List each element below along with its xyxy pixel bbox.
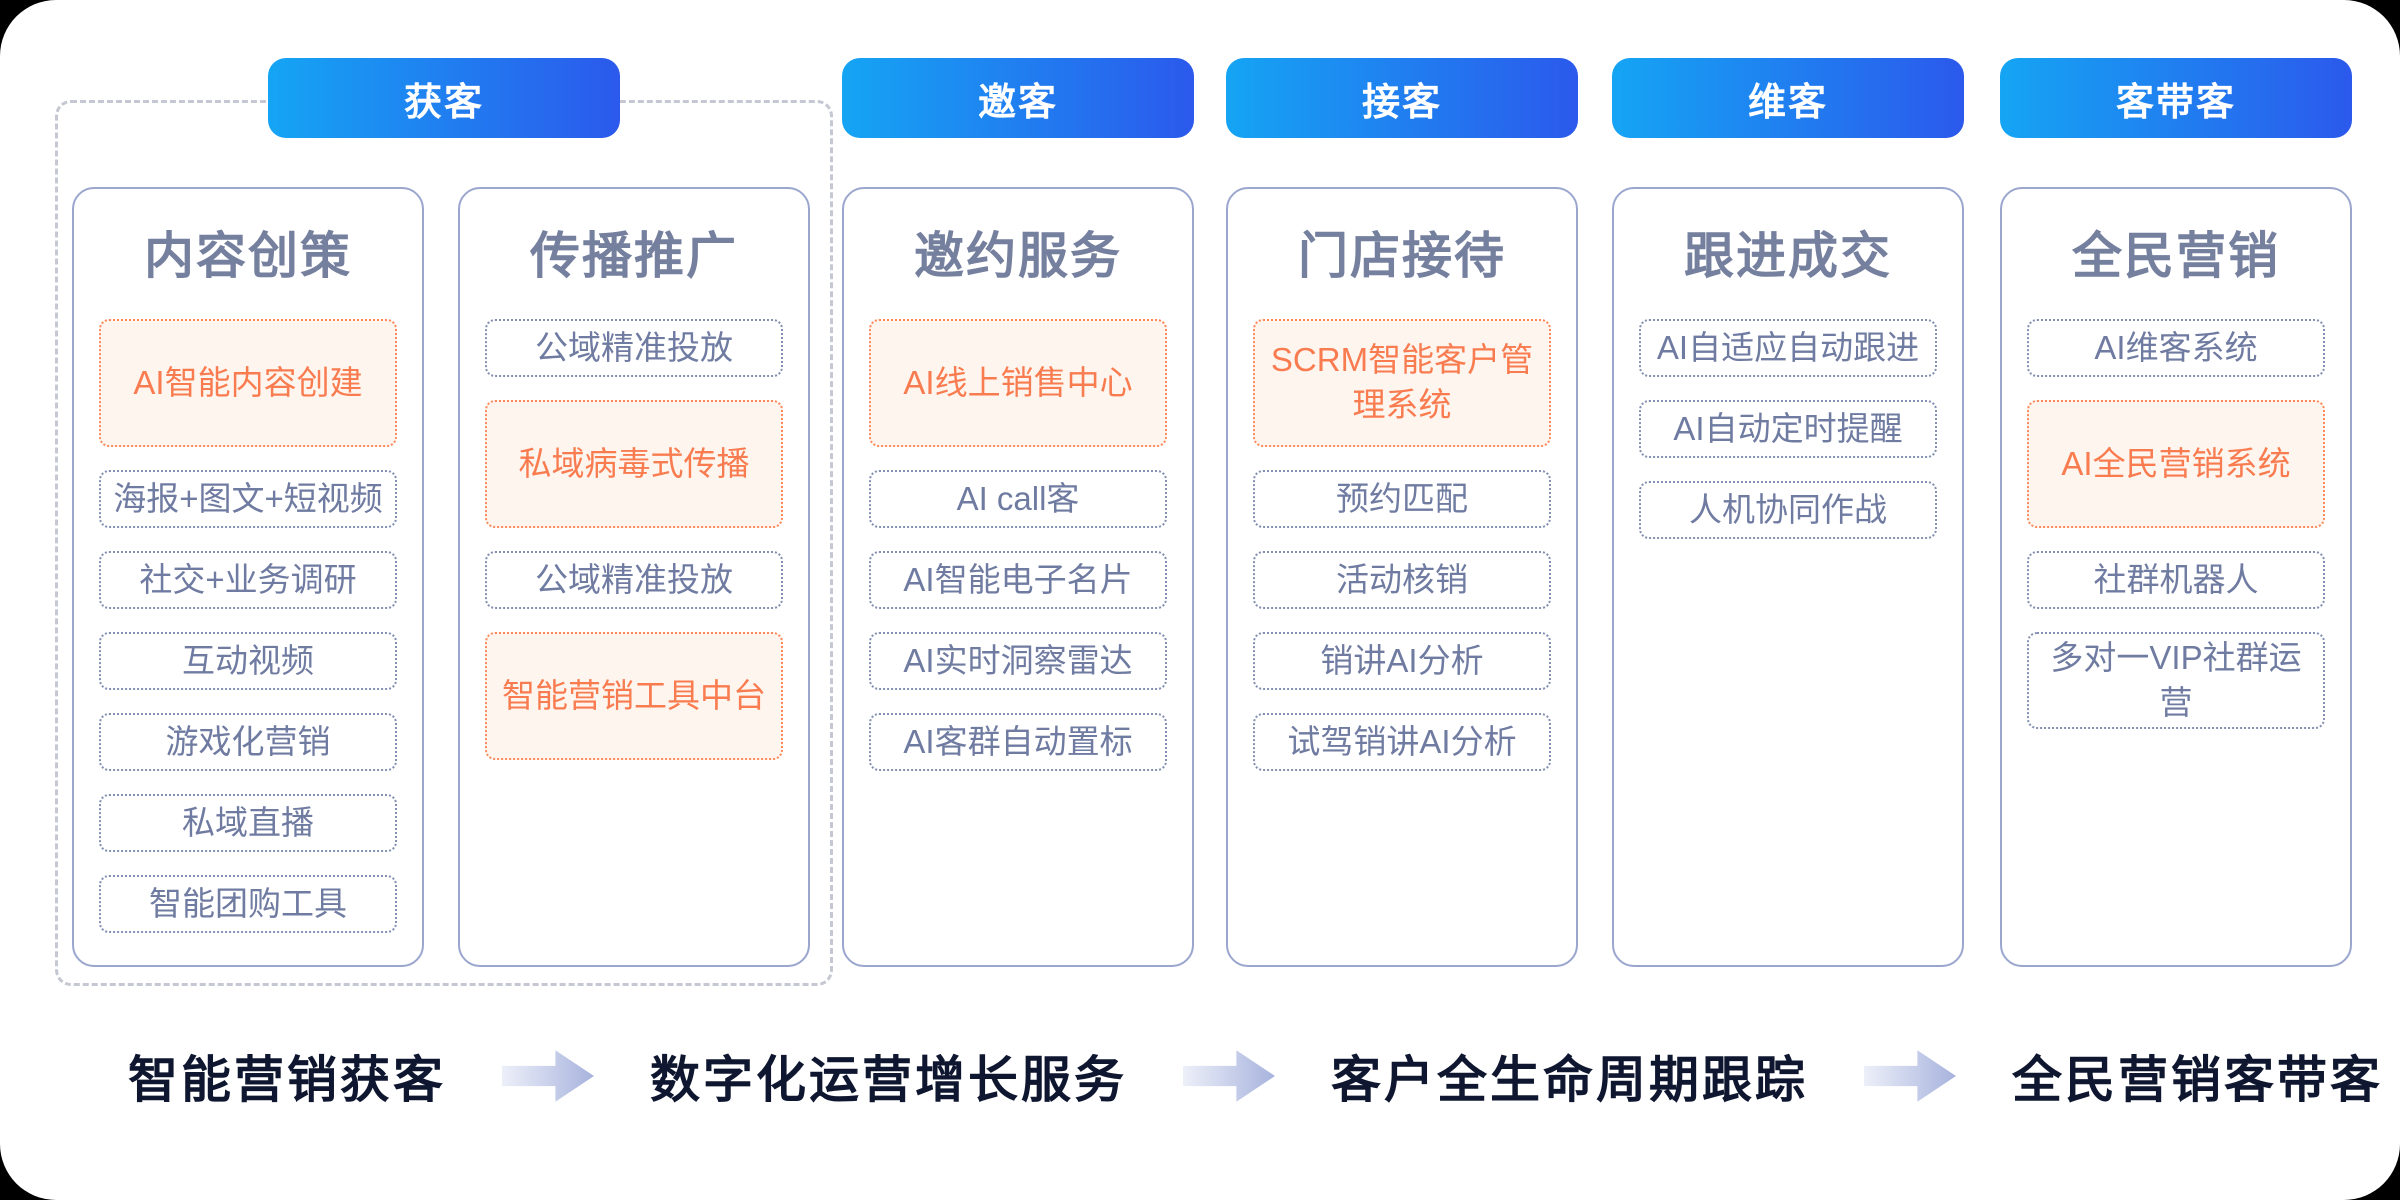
capability-item: AI自动定时提醒 bbox=[1639, 400, 1937, 458]
flow-arrow-icon bbox=[1864, 1050, 1956, 1102]
flow-step: 客户全生命周期跟踪 bbox=[1331, 1052, 1808, 1108]
capability-item: 游戏化营销 bbox=[99, 713, 397, 771]
column-title: 跟进成交 bbox=[1684, 228, 1892, 284]
column-card-4: 跟进成交 AI自适应自动跟进 AI自动定时提醒人机协同作战 bbox=[1612, 187, 1964, 967]
column-title: 门店接待 bbox=[1298, 228, 1506, 284]
column-item-list: AI线上销售中心 AI call客 AI智能电子名片 AI实时洞察雷达 AI客群自动置标 bbox=[869, 319, 1167, 771]
stage-badge-0: 获客 bbox=[268, 58, 620, 138]
column-item-list: SCRM智能客户管理系统预约匹配活动核销销讲AI分析试驾销讲AI分析 bbox=[1253, 319, 1551, 771]
capability-item: AI全民营销系统 bbox=[2027, 400, 2325, 528]
capability-item: 社交+业务调研 bbox=[99, 551, 397, 609]
capability-item: AI客群自动置标 bbox=[869, 713, 1167, 771]
capability-item: AI线上销售中心 bbox=[869, 319, 1167, 447]
column-item-list: 公域精准投放私域病毒式传播公域精准投放智能营销工具中台 bbox=[485, 319, 783, 760]
bottom-flow: 智能营销获客 数字化运营增长服务 客户全生命周期跟踪 全民营销客带客 bbox=[128, 1026, 2383, 1126]
capability-item: 社群机器人 bbox=[2027, 551, 2325, 609]
flow-arrow-icon bbox=[1183, 1050, 1275, 1102]
capability-item: 人机协同作战 bbox=[1639, 481, 1937, 539]
capability-item: 智能营销工具中台 bbox=[485, 632, 783, 760]
capability-item: AI智能内容创建 bbox=[99, 319, 397, 447]
capability-item: AI智能电子名片 bbox=[869, 551, 1167, 609]
capability-item: 私域直播 bbox=[99, 794, 397, 852]
stage-badge-1: 邀客 bbox=[842, 58, 1194, 138]
capability-item: SCRM智能客户管理系统 bbox=[1253, 319, 1551, 447]
capability-item: 公域精准投放 bbox=[485, 551, 783, 609]
stage-badge-3: 维客 bbox=[1612, 58, 1964, 138]
column-title: 全民营销 bbox=[2072, 228, 2280, 284]
stage-badge-4: 客带客 bbox=[2000, 58, 2352, 138]
column-card-5: 全民营销 AI维客系统 AI全民营销系统社群机器人多对一VIP社群运营 bbox=[2000, 187, 2352, 967]
capability-item: 活动核销 bbox=[1253, 551, 1551, 609]
capability-item: 海报+图文+短视频 bbox=[99, 470, 397, 528]
flow-arrow-icon bbox=[502, 1050, 594, 1102]
capability-item: AI call客 bbox=[869, 470, 1167, 528]
capability-item: 预约匹配 bbox=[1253, 470, 1551, 528]
flow-step: 全民营销客带客 bbox=[2012, 1052, 2383, 1108]
capability-item: 智能团购工具 bbox=[99, 875, 397, 933]
flow-step: 数字化运营增长服务 bbox=[650, 1052, 1127, 1108]
column-item-list: AI自适应自动跟进 AI自动定时提醒人机协同作战 bbox=[1639, 319, 1937, 539]
capability-item: AI自适应自动跟进 bbox=[1639, 319, 1937, 377]
capability-item: 互动视频 bbox=[99, 632, 397, 690]
capability-item: AI实时洞察雷达 bbox=[869, 632, 1167, 690]
capability-item: 销讲AI分析 bbox=[1253, 632, 1551, 690]
column-title: 传播推广 bbox=[530, 228, 738, 284]
column-card-3: 门店接待 SCRM智能客户管理系统预约匹配活动核销销讲AI分析试驾销讲AI分析 bbox=[1226, 187, 1578, 967]
capability-item: 试驾销讲AI分析 bbox=[1253, 713, 1551, 771]
capability-item: 私域病毒式传播 bbox=[485, 400, 783, 528]
stage-badge-2: 接客 bbox=[1226, 58, 1578, 138]
capability-item: 多对一VIP社群运营 bbox=[2027, 632, 2325, 730]
capability-item: 公域精准投放 bbox=[485, 319, 783, 377]
column-item-list: AI智能内容创建海报+图文+短视频社交+业务调研互动视频游戏化营销私域直播智能团… bbox=[99, 319, 397, 933]
column-card-1: 传播推广公域精准投放私域病毒式传播公域精准投放智能营销工具中台 bbox=[458, 187, 810, 967]
capability-item: AI维客系统 bbox=[2027, 319, 2325, 377]
column-title: 内容创策 bbox=[144, 228, 352, 284]
flow-step: 智能营销获客 bbox=[128, 1052, 446, 1108]
column-item-list: AI维客系统 AI全民营销系统社群机器人多对一VIP社群运营 bbox=[2027, 319, 2325, 730]
column-title: 邀约服务 bbox=[914, 228, 1122, 284]
column-card-2: 邀约服务 AI线上销售中心 AI call客 AI智能电子名片 AI实时洞察雷达 AI客群… bbox=[842, 187, 1194, 967]
column-card-0: 内容创策 AI智能内容创建海报+图文+短视频社交+业务调研互动视频游戏化营销私域直… bbox=[72, 187, 424, 967]
